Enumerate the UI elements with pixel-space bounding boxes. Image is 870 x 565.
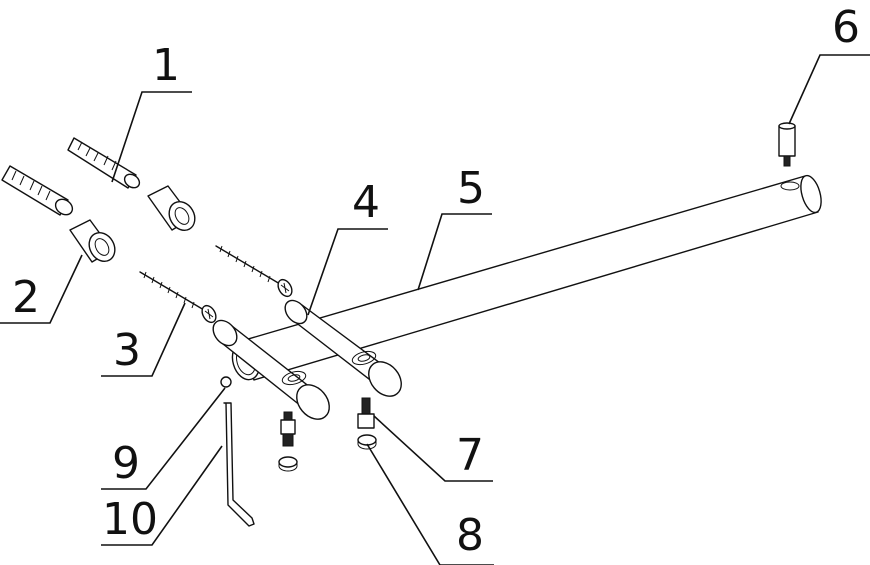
- callout-3: 3: [113, 325, 141, 376]
- wall-anchor-upper: [67, 137, 141, 189]
- callout-5: 5: [457, 163, 485, 214]
- cover-cap-right: [357, 434, 377, 450]
- callout-2: 2: [12, 272, 40, 323]
- set-screw-left: [280, 411, 296, 447]
- grub-screw: [220, 376, 232, 388]
- wood-screw-upper: [215, 245, 293, 298]
- callout-1: 1: [152, 40, 180, 91]
- main-tube: [231, 174, 822, 381]
- callout-9: 9: [112, 438, 140, 489]
- wood-screw-lower: [139, 271, 217, 324]
- set-screw-right: [357, 397, 375, 429]
- callout-8: 8: [456, 510, 484, 561]
- callout-10: 10: [102, 494, 158, 545]
- leader-lines: [0, 54, 870, 565]
- callout-labels: 1 2 3 4 5 6 7 8 9 10: [12, 2, 860, 561]
- end-stud: [778, 122, 796, 167]
- bracket-right: [284, 299, 402, 397]
- callout-7: 7: [456, 430, 484, 481]
- callout-6: 6: [832, 2, 860, 53]
- callout-4: 4: [352, 177, 380, 228]
- wall-cap-upper: [147, 185, 196, 232]
- bracket-left: [212, 319, 330, 420]
- wall-cap-lower: [69, 219, 116, 263]
- allen-key: [223, 402, 255, 527]
- wall-anchor-lower: [1, 165, 74, 216]
- cover-cap-left: [278, 456, 298, 472]
